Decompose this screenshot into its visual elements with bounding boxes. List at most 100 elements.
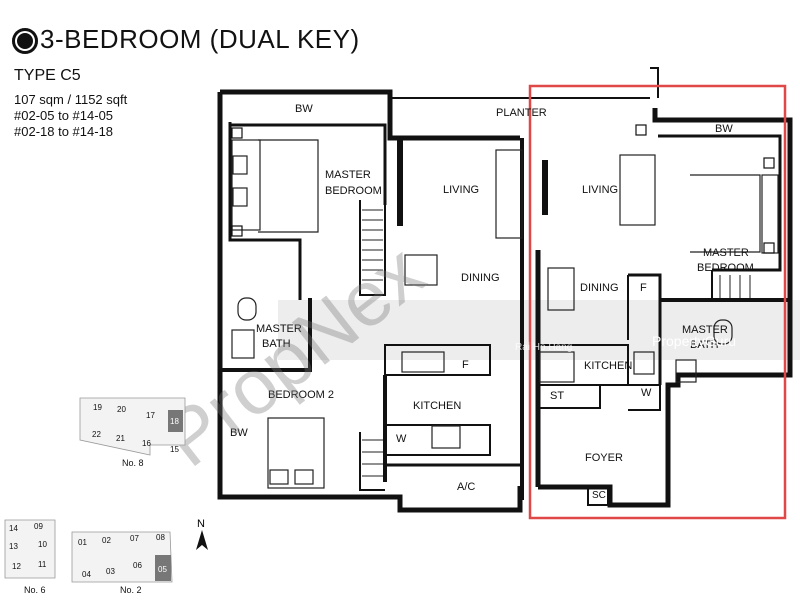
title-bullet-icon [12, 28, 38, 54]
duct-3 [635, 124, 647, 136]
label-st: ST [550, 390, 564, 402]
pillow-left-2 [232, 187, 248, 207]
label-sc: SC [592, 490, 606, 501]
label-living-left: LIVING [443, 184, 479, 196]
label-kitchen-right: KITCHEN [584, 360, 632, 372]
label-planter: PLANTER [496, 107, 547, 119]
svg-text:13: 13 [9, 542, 18, 551]
page-title: 3-BEDROOM (DUAL KEY) [40, 24, 360, 54]
svg-text:No. 6: No. 6 [24, 585, 46, 595]
outer-wall-left [217, 92, 523, 513]
duct-1 [231, 127, 243, 139]
label-master-bath-left-1: MASTER [256, 323, 302, 335]
wardrobe-left [359, 200, 386, 296]
washer-right [628, 384, 661, 411]
wc-right [713, 319, 733, 345]
hob-left [401, 351, 445, 373]
label-ac: A/C [457, 481, 475, 493]
sofa-right [619, 154, 656, 226]
unit-range-1: #02-05 to #14-05 [14, 108, 114, 123]
svg-text:04: 04 [82, 570, 91, 579]
watermark-propertyguru: PropertyGuru [652, 333, 736, 349]
outer-wall-right [538, 108, 793, 508]
unit-area: 107 sqm / 1152 sqft [14, 92, 128, 107]
compass-label: N [197, 518, 205, 530]
pillow-left-1 [232, 155, 248, 175]
svg-text:No. 2: No. 2 [120, 585, 142, 595]
bed-right-headboard [761, 174, 779, 254]
label-bedroom-2: BEDROOM 2 [268, 389, 334, 401]
label-dining-right: DINING [580, 282, 619, 294]
svg-text:03: 03 [106, 567, 115, 576]
sofa-left [495, 149, 523, 239]
bed-bedroom2 [267, 417, 325, 489]
pillow-b2-1 [269, 469, 289, 485]
label-bw-top: BW [295, 103, 313, 115]
unit-type: TYPE C5 [14, 67, 81, 84]
wall-kitchen-right [628, 273, 662, 385]
svg-text:22: 22 [92, 430, 101, 439]
svg-text:09: 09 [34, 522, 43, 531]
basin-left [231, 329, 255, 359]
wall-bath-bedroom2 [222, 298, 312, 372]
hob-right [539, 351, 575, 383]
dining-table-left [404, 254, 438, 286]
label-fridge-right: F [640, 282, 647, 294]
label-master-bath-left-2: BATH [262, 338, 291, 350]
keyplan-no8: 19 20 17 18 22 21 16 15 No. 8 [79, 397, 186, 468]
svg-text:11: 11 [38, 560, 47, 569]
svg-text:21: 21 [116, 434, 125, 443]
wardrobe-bedroom2 [359, 432, 385, 491]
label-w-left: W [396, 433, 407, 445]
svg-text:01: 01 [78, 538, 87, 547]
duct-4 [763, 157, 775, 169]
svg-text:19: 19 [93, 403, 102, 412]
label-bw-right: BW [715, 123, 733, 135]
compass-arrow-icon [196, 530, 208, 550]
label-foyer: FOYER [585, 452, 623, 464]
svg-text:18: 18 [170, 417, 179, 426]
label-master-bedroom-left-2: BEDROOM [325, 185, 382, 197]
label-living-right: LIVING [582, 184, 618, 196]
label-w-right: W [641, 387, 652, 399]
label-master-bedroom-left-1: MASTER [325, 169, 371, 181]
svg-text:07: 07 [130, 534, 139, 543]
highlight-box [528, 84, 787, 520]
wall-master-bed-right [658, 134, 782, 272]
duct-2 [231, 225, 243, 237]
bed-left [258, 139, 319, 233]
svg-text:12: 12 [12, 562, 21, 571]
svg-text:20: 20 [117, 405, 126, 414]
store-room [538, 384, 601, 409]
label-master-bedroom-right-2: BEDROOM [697, 262, 754, 274]
bed-right [690, 174, 761, 253]
svg-text:10: 10 [38, 540, 47, 549]
svg-text:17: 17 [146, 411, 155, 420]
svg-text:No. 8: No. 8 [122, 458, 144, 468]
dining-table-right [547, 267, 575, 311]
svg-text:06: 06 [133, 561, 142, 570]
keyplan-no6: 14 09 13 10 12 11 No. 6 [4, 519, 56, 595]
unit-range-2: #02-18 to #14-18 [14, 124, 114, 139]
watermark-agent: Rai Ho Hang [515, 342, 572, 353]
label-master-bedroom-right-1: MASTER [703, 247, 749, 259]
label-master-bath-right-1: MASTER [682, 324, 728, 336]
sink-left [431, 425, 461, 449]
label-bw-left: BW [230, 427, 248, 439]
kitchen-counter-left [384, 344, 491, 376]
label-fridge-left: F [462, 359, 469, 371]
svg-text:15: 15 [170, 445, 179, 454]
label-dining-left: DINING [461, 272, 500, 284]
duct-5 [763, 242, 775, 254]
keyplan-no2: 01 02 07 08 04 03 06 05 No. 2 [71, 531, 173, 595]
basin-right [675, 359, 697, 383]
kitchen-counter-lower [385, 424, 491, 456]
bed-left-headboard [231, 139, 261, 231]
pillow-b2-2 [294, 469, 314, 485]
svg-text:08: 08 [156, 533, 165, 542]
wall-master-bed-top [230, 123, 387, 205]
wc-left [237, 297, 257, 321]
sink-right [633, 351, 655, 375]
wall-master-bed-left [228, 122, 302, 300]
